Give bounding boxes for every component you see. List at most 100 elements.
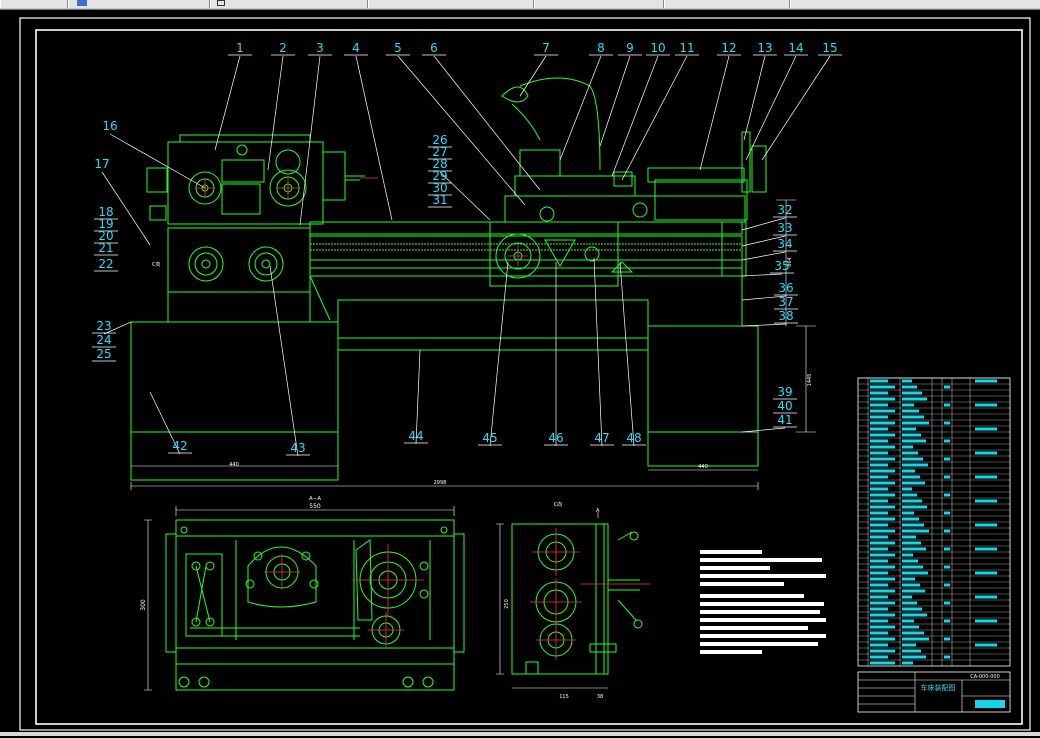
parts-list-cell [975,523,997,527]
tailstock [654,179,748,221]
leader-line-43 [269,265,299,457]
toolbar-icon [217,0,225,6]
lathe-main-view [130,77,767,481]
toolbar-tab[interactable] [0,0,68,8]
toolbar-tab[interactable] [68,0,210,8]
parts-list-cell [902,469,915,473]
parts-list-cell [902,655,926,659]
parts-list-cell [870,589,895,593]
callout-3: 3 [316,41,324,55]
callout-40: 40 [777,399,792,413]
section-c-view [511,523,643,675]
callout-44: 44 [408,429,423,443]
callout-17: 17 [94,157,109,171]
leader-line-23 [103,321,132,335]
callout-11: 11 [679,41,694,55]
parts-list-cell [902,595,912,599]
parts-list-cell [902,385,917,389]
drawing-number: CA-000-000 [970,674,1000,680]
leader-line-44 [415,349,421,445]
leader-line-45 [489,261,509,447]
callout-39: 39 [777,385,792,399]
parts-list-cell [870,583,888,587]
callout-18: 18 [98,205,113,219]
callout-29: 29 [432,169,447,183]
callout-5: 5 [394,41,402,55]
leader-line-32 [741,217,786,231]
parts-list-cell [902,499,922,503]
parts-list-cell [944,457,950,461]
section-a-view [165,519,465,691]
callout-30: 30 [432,181,447,195]
dim-height: 1445 [807,374,813,387]
parts-list-cell [870,559,888,563]
callout-32: 32 [777,203,792,217]
parts-list-cell [870,649,895,653]
parts-list-cell [902,589,925,593]
parts-list-cell [944,619,950,623]
section-c-title: C向 [554,501,563,508]
leader-line-17 [101,171,151,246]
parts-list-cell [902,547,926,551]
parts-list-cell [902,439,926,443]
parts-list-cell [870,445,895,449]
parts-list-cell [902,481,925,485]
parts-list-cell [870,547,888,551]
parts-list-cell [902,409,919,413]
parts-list-cell [975,451,997,455]
parts-list-cell [902,397,927,401]
leader-line-1 [214,55,241,151]
callout-22: 22 [98,257,113,271]
parts-list-cell [870,577,895,581]
parts-list-cell [870,631,888,635]
parts-list-cell [902,529,929,533]
parts-list-cell [902,403,914,407]
toolbar-tab[interactable] [368,0,534,8]
parts-list-cell [944,511,950,515]
toolbar-tab[interactable] [664,0,790,8]
parts-list-cell [902,463,928,467]
callout-10: 10 [650,41,665,55]
leader-line-48 [619,261,635,447]
parts-list-cell [975,571,997,575]
leader-lines [92,54,842,457]
dim-section-a-width: 550 [309,503,321,510]
parts-list-cell [975,379,997,383]
parts-list-cell [944,565,950,569]
callout-19: 19 [98,217,113,231]
status-strip [0,732,1040,736]
toolbar-tab[interactable] [210,0,368,8]
parts-list-cell [902,421,929,425]
leader-line-34 [741,251,786,261]
leader-line-8 [559,55,602,161]
parts-list-cell [975,619,997,623]
callout-43: 43 [290,441,305,455]
leader-line-4 [355,55,393,221]
callout-16: 16 [102,119,117,133]
parts-list-cell [902,475,920,479]
parts-list-cell [944,637,950,641]
callout-34: 34 [777,237,792,251]
callout-35: 35 [774,259,789,273]
parts-list-cell [870,565,895,569]
leader-line-9 [599,55,631,147]
parts-list-cell [902,559,918,563]
parts-list-cell [870,553,895,557]
parts-list-cell [870,511,888,515]
parts-list-cell [944,601,950,605]
technical-notes [700,550,826,654]
section-c-mark-main: C向 [152,261,161,268]
parts-list-cell [944,583,950,587]
parts-list-cell [870,595,888,599]
callout-23: 23 [96,319,111,333]
callout-7: 7 [542,41,550,55]
parts-list-cell [902,391,922,395]
callout-36: 36 [778,281,793,295]
parts-list-cell [870,517,895,521]
parts-list-cell [902,451,918,455]
toolbar-tab[interactable] [790,0,1040,8]
parts-list-cell [870,607,888,611]
toolbar-tab[interactable] [534,0,664,8]
